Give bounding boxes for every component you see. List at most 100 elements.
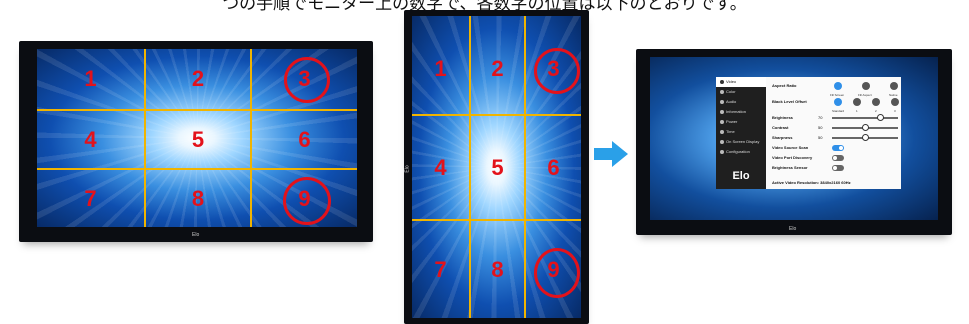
slider-knob[interactable] [862,134,869,141]
zone-7[interactable]: 7 [37,170,144,227]
zone-number: 8 [491,257,503,283]
zone-number: 6 [298,127,310,153]
zone-number: 7 [434,257,446,283]
brightness-row: Brightness 70 [772,113,895,123]
setting-label: Sharpness [772,135,792,140]
osd-nav-label: On Screen Display [726,137,759,147]
zone-6[interactable]: 6 [526,116,581,219]
gear-icon [720,150,724,154]
slider-value: 50 [818,123,822,133]
osd-settings-panel: Aspect Ratio Fill Screen Fill Aspect Nat… [766,77,901,189]
zone-number: 9 [298,186,310,212]
osd-nav-label: Audio [726,97,736,107]
video-source-scan-row: Video Source Scan [772,143,895,153]
zone-number: 9 [547,257,559,283]
zone-number: 3 [298,66,310,92]
audio-icon [720,100,724,104]
brightness-slider[interactable] [832,117,898,119]
osd-brand-logo: Elo [716,163,766,189]
power-icon [720,120,724,124]
black-level-radio[interactable] [891,98,899,106]
aspect-ratio-row: Aspect Ratio Fill Screen Fill Aspect Nat… [772,81,895,91]
bezel-logo: Elo [192,232,199,238]
zone-2[interactable]: 2 [471,16,524,114]
zone-9[interactable]: 9 [252,170,357,227]
zone-2[interactable]: 2 [146,49,250,109]
landscape-monitor: 1 2 3 4 5 6 7 8 9 Elo [19,41,373,242]
setting-label: Aspect Ratio [772,83,796,88]
zone-number: 2 [192,66,204,92]
arrow-right-icon [594,141,628,167]
osd-nav-video[interactable]: Video [716,77,766,87]
osd-nav-label: Power [726,117,737,127]
setting-label: Black Level Offset [772,99,807,104]
display-icon [720,140,724,144]
video-port-discovery-row: Video Port Discovery [772,153,895,163]
osd-nav-label: Video [726,77,736,87]
zone-4[interactable]: 4 [412,116,469,219]
zone-number: 4 [434,155,446,181]
osd-nav-power[interactable]: Power [716,117,766,127]
info-icon [720,110,724,114]
osd-nav-time[interactable]: Time [716,127,766,137]
video-source-scan-toggle[interactable] [832,145,844,151]
bezel-logo: Elo [405,165,411,172]
setting-label: Contrast [772,125,788,130]
zone-3[interactable]: 3 [252,49,357,109]
osd-nav-osd[interactable]: On Screen Display [716,137,766,147]
osd-nav-label: Time [726,127,735,137]
setting-label: Brightness [772,115,793,120]
zone-5[interactable]: 5 [146,111,250,168]
brightness-sensor-toggle[interactable] [832,165,844,171]
zone-9[interactable]: 9 [526,221,581,318]
active-resolution-text: Active Video Resolution: 3840x2160 60Hz [772,180,851,185]
bezel-logo: Elo [789,226,796,232]
aspect-option-radio[interactable] [890,82,898,90]
zone-number: 1 [84,66,96,92]
black-level-radio[interactable] [834,98,842,106]
zone-1[interactable]: 1 [412,16,469,114]
zone-3[interactable]: 3 [526,16,581,114]
zone-number: 1 [434,56,446,82]
zone-8[interactable]: 8 [146,170,250,227]
setting-label: Video Port Discovery [772,155,812,160]
osd-nav-audio[interactable]: Audio [716,97,766,107]
aspect-option-radio[interactable] [834,82,842,90]
zone-7[interactable]: 7 [412,221,469,318]
black-level-radio[interactable] [872,98,880,106]
slider-knob[interactable] [862,124,869,131]
zone-number: 2 [491,56,503,82]
slider-knob[interactable] [877,114,884,121]
color-icon [720,90,724,94]
osd-nav-label: Color [726,87,736,97]
landscape-screen: 1 2 3 4 5 6 7 8 9 [37,49,357,227]
video-icon [720,80,724,84]
video-port-discovery-toggle[interactable] [832,155,844,161]
zone-5[interactable]: 5 [471,116,524,219]
sharpness-row: Sharpness 50 [772,133,895,143]
aspect-option-radio[interactable] [862,82,870,90]
zone-number: 3 [547,56,559,82]
zone-number: 5 [491,155,503,181]
zone-number: 7 [84,186,96,212]
zone-1[interactable]: 1 [37,49,144,109]
zone-6[interactable]: 6 [252,111,357,168]
osd-nav-configuration[interactable]: Configuration [716,147,766,157]
osd-monitor: Video Color Audio Information Power Time… [636,49,952,235]
osd-nav-information[interactable]: Information [716,107,766,117]
osd-menu: Video Color Audio Information Power Time… [716,77,901,189]
zone-number: 8 [192,186,204,212]
clock-icon [720,130,724,134]
black-level-radio[interactable] [853,98,861,106]
portrait-monitor: 1 2 3 4 5 6 7 8 9 Elo [404,10,589,324]
slider-value: 50 [818,133,822,143]
brightness-sensor-row: Brightness Sensor [772,163,895,173]
zone-number: 5 [192,127,204,153]
zone-number: 4 [84,127,96,153]
black-level-row: Black Level Offset Standard 1 2 3 [772,97,895,107]
portrait-screen: 1 2 3 4 5 6 7 8 9 [412,16,581,318]
osd-sidebar: Video Color Audio Information Power Time… [716,77,766,189]
zone-4[interactable]: 4 [37,111,144,168]
zone-8[interactable]: 8 [471,221,524,318]
osd-nav-color[interactable]: Color [716,87,766,97]
